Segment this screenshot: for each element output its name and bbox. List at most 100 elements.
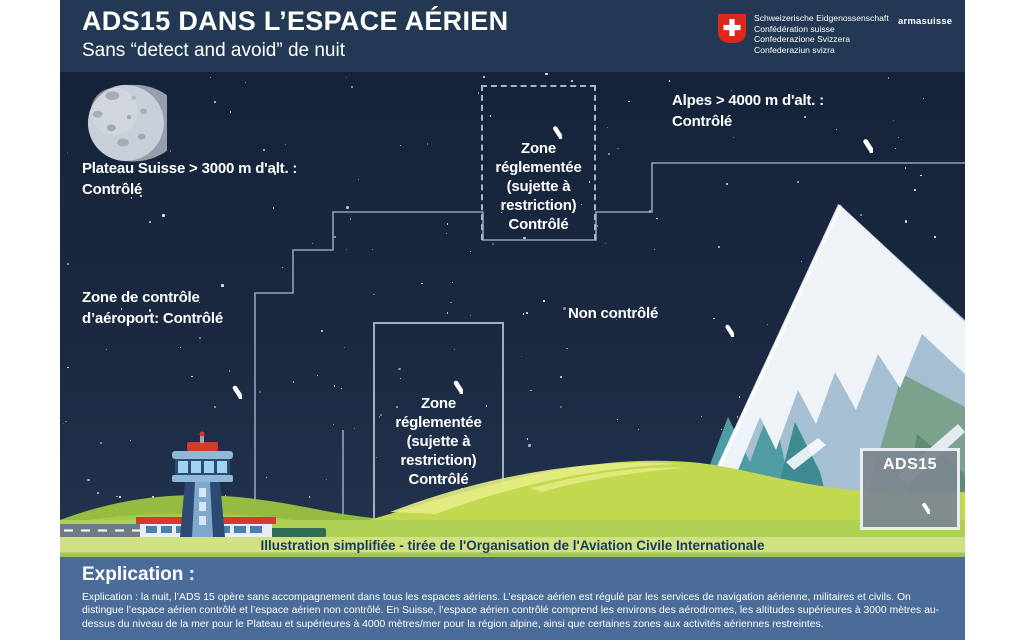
star-dot bbox=[221, 284, 224, 287]
star-dot bbox=[913, 189, 916, 191]
armasuisse-wordmark: armasuisse bbox=[898, 16, 953, 27]
label-plateau: Plateau Suisse > 3000 m d'alt. : Contrôl… bbox=[82, 160, 298, 198]
star-dot bbox=[446, 312, 449, 314]
star-dot bbox=[482, 75, 486, 79]
star-dot bbox=[346, 206, 349, 209]
star-dot bbox=[801, 260, 803, 262]
star-dot bbox=[308, 496, 310, 498]
star-dot bbox=[140, 195, 142, 198]
star-dot bbox=[588, 181, 590, 183]
star-dot bbox=[461, 487, 463, 489]
star-dot bbox=[265, 477, 267, 479]
star-dot bbox=[395, 406, 398, 408]
star-dot bbox=[732, 136, 734, 138]
restricted-zone-upper-label: Zone réglementée (sujette à restriction)… bbox=[495, 140, 582, 233]
star-dot bbox=[66, 151, 68, 153]
star-dot bbox=[904, 167, 906, 169]
star-dot bbox=[97, 492, 99, 494]
star-dot bbox=[375, 456, 378, 459]
star-dot bbox=[523, 313, 525, 315]
star-dot bbox=[596, 225, 599, 227]
star-dot bbox=[560, 406, 562, 408]
star-dot bbox=[353, 427, 356, 430]
star-dot bbox=[581, 203, 583, 205]
page-subtitle: Sans “detect and avoid” de nuit bbox=[82, 40, 346, 61]
star-dot bbox=[380, 413, 383, 416]
star-dot bbox=[492, 243, 495, 246]
star-dot bbox=[199, 337, 202, 339]
star-dot bbox=[668, 80, 671, 83]
star-dot bbox=[446, 223, 448, 225]
star-dot bbox=[224, 495, 227, 497]
caption-text: Illustration simplifiée - tirée de l'Org… bbox=[260, 538, 765, 553]
header-bar: ADS15 DANS L’ESPACE AÉRIEN Sans “detect … bbox=[60, 0, 965, 72]
star-dot bbox=[478, 92, 480, 94]
star-dot bbox=[262, 148, 265, 151]
star-dot bbox=[860, 214, 863, 217]
star-dot bbox=[244, 81, 246, 83]
star-dot bbox=[469, 250, 471, 253]
star-dot bbox=[148, 309, 152, 312]
star-dot bbox=[656, 218, 658, 220]
star-dot bbox=[441, 478, 443, 481]
star-dot bbox=[543, 300, 546, 302]
star-dot bbox=[563, 307, 566, 310]
star-dot bbox=[179, 346, 182, 348]
star-dot bbox=[191, 375, 193, 378]
star-dot bbox=[452, 281, 454, 283]
star-dot bbox=[285, 144, 287, 146]
star-dot bbox=[713, 318, 715, 320]
star-dot bbox=[333, 385, 336, 388]
star-dot bbox=[99, 442, 102, 444]
star-dot bbox=[616, 418, 618, 420]
star-dot bbox=[608, 153, 610, 155]
star-dot bbox=[398, 367, 401, 371]
star-dot bbox=[637, 428, 639, 430]
star-dot bbox=[726, 183, 728, 185]
star-dot bbox=[445, 232, 448, 235]
star-dot bbox=[63, 423, 65, 425]
star-dot bbox=[151, 495, 154, 498]
restricted-zone-lower: Zone réglementée (sujette à restriction)… bbox=[373, 322, 504, 522]
star-dot bbox=[530, 213, 532, 215]
star-dot bbox=[118, 496, 121, 498]
star-dot bbox=[126, 180, 128, 182]
star-dot bbox=[228, 370, 231, 372]
star-dot bbox=[731, 90, 733, 92]
label-airport-control-zone: Zone de contrôle d’aéroport: Contrôlé bbox=[82, 289, 223, 327]
ads15-badge: ADS15 bbox=[860, 448, 960, 530]
star-dot bbox=[66, 263, 69, 265]
star-dot bbox=[421, 282, 423, 284]
star-dot bbox=[214, 101, 216, 103]
star-dot bbox=[449, 301, 452, 304]
star-dot bbox=[129, 439, 132, 442]
star-dot bbox=[560, 376, 562, 378]
star-dot bbox=[836, 129, 838, 131]
star-dot bbox=[893, 119, 895, 121]
star-dot bbox=[229, 111, 232, 114]
star-dot bbox=[489, 115, 492, 118]
star-dot bbox=[887, 77, 890, 79]
star-dot bbox=[122, 182, 124, 184]
airspace-scene: Zone réglementée (sujette à restriction)… bbox=[60, 72, 965, 557]
star-dot bbox=[628, 101, 630, 103]
star-dot bbox=[895, 147, 897, 149]
star-dot bbox=[332, 424, 334, 426]
aircraft-icon bbox=[890, 474, 930, 514]
star-dot bbox=[372, 293, 375, 296]
star-dot bbox=[904, 220, 908, 223]
star-dot bbox=[349, 218, 351, 220]
star-dot bbox=[738, 396, 741, 399]
star-dot bbox=[120, 308, 123, 310]
caption-band: Illustration simplifiée - tirée de l'Org… bbox=[60, 537, 965, 557]
star-dot bbox=[545, 72, 548, 76]
star-dot bbox=[149, 221, 151, 223]
explanation-body: Explication : la nuit, l’ADS 15 opère sa… bbox=[82, 592, 940, 630]
star-dot bbox=[653, 248, 656, 251]
star-dot bbox=[604, 242, 607, 245]
star-dot bbox=[933, 236, 936, 239]
star-dot bbox=[351, 85, 354, 88]
star-dot bbox=[570, 79, 574, 83]
star-dot bbox=[346, 248, 348, 250]
star-dot bbox=[105, 348, 108, 351]
